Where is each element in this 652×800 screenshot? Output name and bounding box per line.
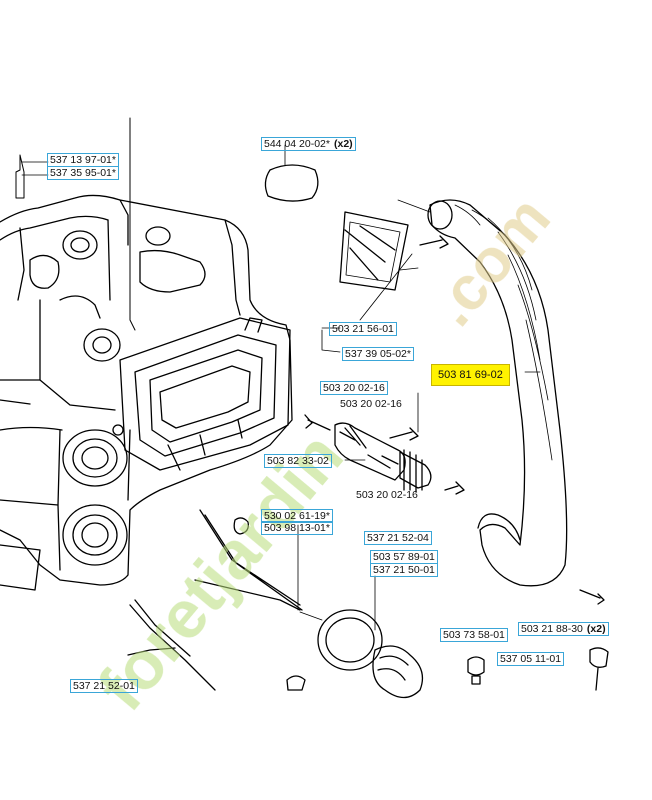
bolt-assembly <box>304 392 465 495</box>
throttle-rods <box>127 509 323 691</box>
part-label[interactable]: 503 20 02-16 <box>320 381 388 395</box>
part-label[interactable]: 537 39 05-02* <box>342 347 414 361</box>
svg-text:.com: .com <box>418 184 564 339</box>
rubber-boot <box>286 575 424 699</box>
part-label[interactable]: 503 98 13-01* <box>261 521 333 535</box>
small-parts <box>467 589 609 691</box>
part-label[interactable]: 503 57 89-01 <box>370 550 438 564</box>
part-label[interactable]: 537 35 95-01* <box>47 166 119 180</box>
part-label[interactable]: 537 13 97-01* <box>47 153 119 167</box>
part-label: 503 20 02-16 <box>356 489 418 501</box>
handle-bar <box>427 199 568 587</box>
part-label[interactable]: 503 21 56-01 <box>329 322 397 336</box>
highlighted-part-label[interactable]: 503 81 69-02 <box>431 364 510 386</box>
part-label[interactable]: 537 21 52-04 <box>364 531 432 545</box>
part-label[interactable]: 503 82 33-02 <box>264 454 332 468</box>
part-label[interactable]: 503 21 88-30(x2) <box>518 622 609 636</box>
part-label[interactable]: 537 21 52-01 <box>70 679 138 693</box>
vibration-cap <box>264 144 319 202</box>
part-label[interactable]: 530 02 61-19* <box>261 509 333 523</box>
part-label[interactable]: 503 73 58-01 <box>440 628 508 642</box>
part-label: 503 20 02-16 <box>340 398 402 410</box>
engine-housing <box>0 194 293 591</box>
part-label[interactable]: 537 21 50-01 <box>370 563 438 577</box>
part-label[interactable]: 537 05 11-01 <box>497 652 565 666</box>
part-label[interactable]: 544 04 20-02*(x2) <box>261 137 356 151</box>
